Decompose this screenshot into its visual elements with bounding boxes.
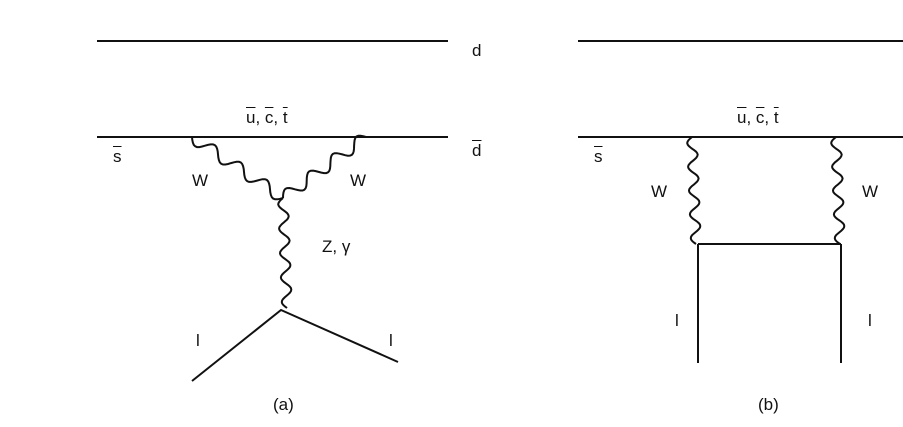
label-lepton-right-b: l [868, 311, 872, 330]
w-boson-left-a [191, 136, 284, 201]
w-boson-left-b [686, 136, 702, 245]
label-w-left-a: W [192, 171, 209, 190]
label-c: c [755, 108, 765, 127]
label-w-right-b: W [862, 182, 879, 201]
label-loop-quarks-b: u, c, t [737, 108, 779, 127]
label-s-bar-b: s [594, 147, 603, 166]
label-lepton-right-a: l [389, 331, 393, 350]
label-w-right-a: W [350, 171, 367, 190]
caption-b: (b) [758, 395, 779, 414]
z-gamma-boson-a [277, 197, 293, 309]
label-t: t [773, 108, 779, 127]
label-d-bar: d [472, 141, 482, 160]
w-boson-right-a [282, 134, 367, 199]
label-s-bar-a: s [113, 147, 122, 166]
lepton-lines-a [191, 308, 399, 382]
label-loop-quarks-a: u, c, t [246, 108, 288, 127]
label-z-gamma: Z, γ [322, 237, 351, 256]
label-w-left-b: W [651, 182, 668, 201]
label-lepton-left-a: l [196, 331, 200, 350]
label-c: c [264, 108, 274, 127]
label-u: u [246, 108, 256, 127]
label-u: u [737, 108, 747, 127]
label-t: t [282, 108, 288, 127]
label-d: d [472, 41, 482, 60]
caption-a: (a) [273, 395, 294, 414]
w-boson-right-b [830, 136, 846, 245]
label-lepton-left-b: l [675, 311, 679, 330]
